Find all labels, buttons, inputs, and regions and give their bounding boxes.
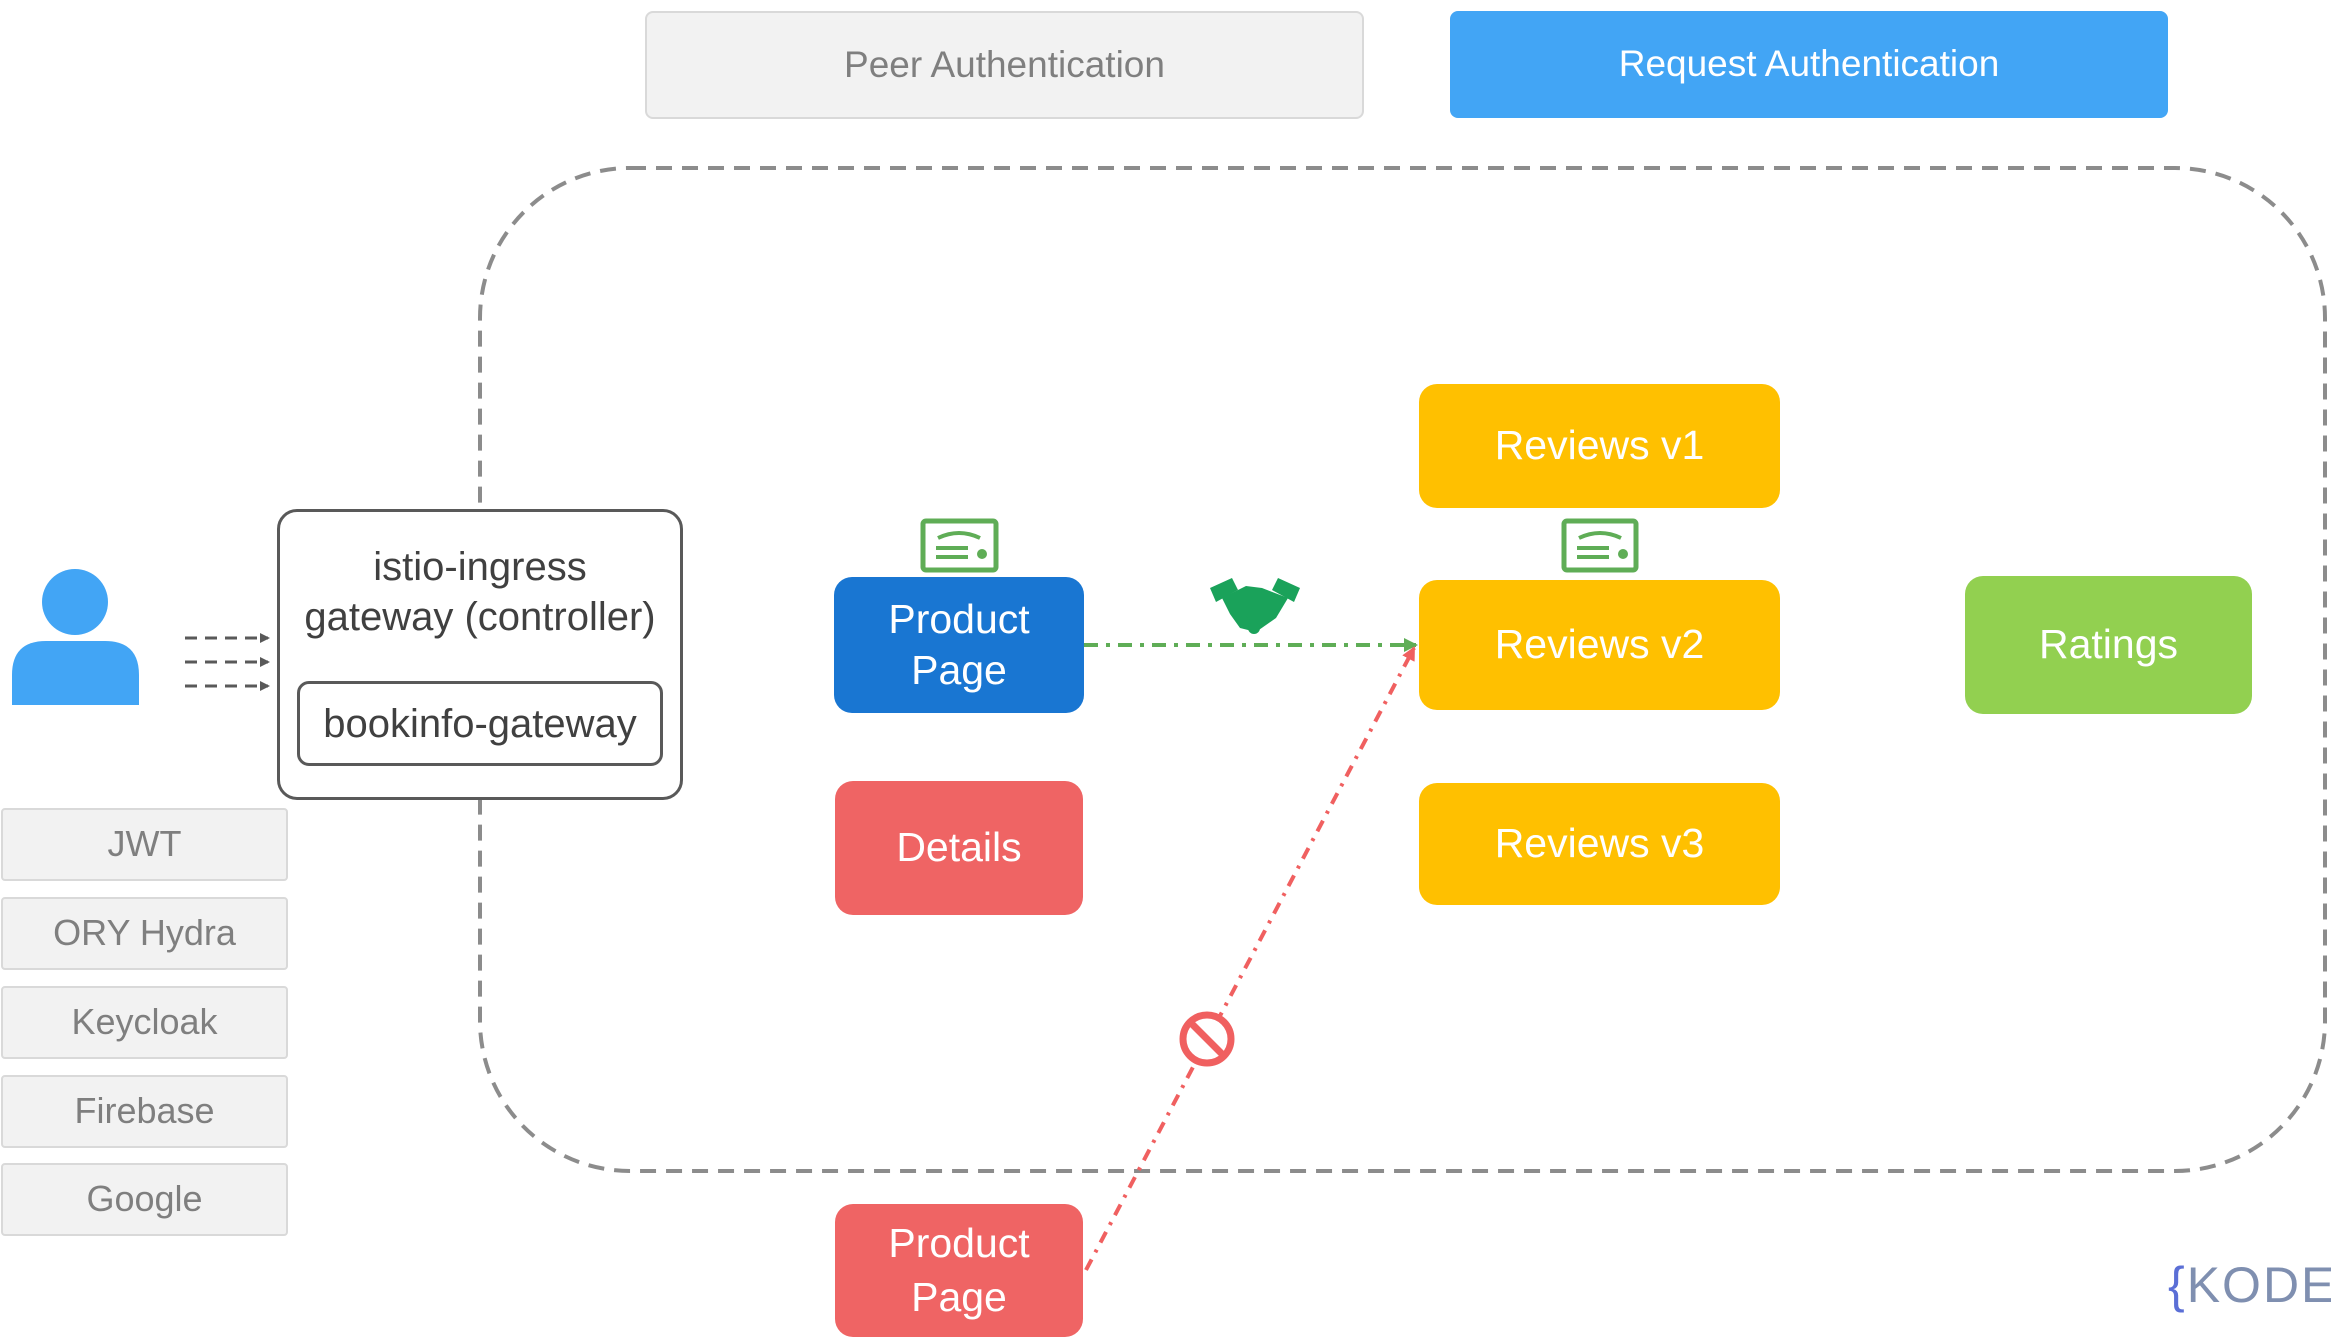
- service-reviews-v3[interactable]: Reviews v3: [1419, 783, 1780, 905]
- certificate-icon: [920, 518, 999, 573]
- tab-request-authentication[interactable]: Request Authentication: [1450, 11, 2168, 118]
- tab-peer-authentication-label: Peer Authentication: [844, 43, 1165, 85]
- denied-flow-arrow: [1084, 646, 1416, 1271]
- certificate-icon: [1561, 518, 1639, 573]
- bookinfo-gateway-label: bookinfo-gateway: [323, 701, 637, 746]
- service-product-page-label: Product Page: [888, 594, 1029, 697]
- provider-label: JWT: [107, 823, 182, 865]
- gateway-title-line2: gateway (controller): [304, 595, 656, 639]
- gateway-title: istio-ingress gateway (controller): [304, 542, 655, 642]
- no-entry-icon: [1179, 1011, 1235, 1067]
- service-reviews-v1-label: Reviews v1: [1494, 422, 1705, 469]
- handshake-icon: [1210, 578, 1300, 634]
- service-label-line: Page: [911, 1273, 1007, 1320]
- kode-logo: {KODE: [2168, 1252, 2331, 1318]
- provider-firebase: Firebase: [1, 1075, 288, 1148]
- external-product-page-label: Product Page: [888, 1217, 1029, 1324]
- service-reviews-v2-label: Reviews v2: [1494, 621, 1705, 668]
- service-reviews-v3-label: Reviews v3: [1494, 820, 1705, 867]
- provider-keycloak: Keycloak: [1, 986, 288, 1059]
- service-details-label: Details: [896, 824, 1022, 871]
- user-icon: [12, 569, 139, 705]
- provider-ory-hydra: ORY Hydra: [1, 897, 288, 970]
- service-label-line: Product: [888, 595, 1030, 642]
- provider-google: Google: [1, 1163, 288, 1236]
- service-label-line: Page: [911, 647, 1007, 693]
- service-reviews-v1[interactable]: Reviews v1: [1419, 384, 1780, 508]
- provider-label: Google: [86, 1178, 203, 1220]
- provider-jwt: JWT: [1, 808, 288, 881]
- external-product-page[interactable]: Product Page: [835, 1204, 1083, 1337]
- logo-brace: {: [2168, 1256, 2187, 1313]
- service-reviews-v2[interactable]: Reviews v2: [1419, 580, 1780, 710]
- provider-label: Firebase: [74, 1090, 215, 1132]
- logo-text: KODE: [2186, 1256, 2331, 1313]
- service-ratings-label: Ratings: [2038, 621, 2178, 668]
- service-product-page[interactable]: Product Page: [834, 577, 1084, 713]
- provider-label: ORY Hydra: [53, 912, 236, 954]
- tab-peer-authentication[interactable]: Peer Authentication: [645, 11, 1364, 119]
- tab-request-authentication-label: Request Authentication: [1618, 43, 2000, 85]
- service-details[interactable]: Details: [835, 781, 1083, 915]
- service-ratings[interactable]: Ratings: [1965, 576, 2252, 714]
- provider-label: Keycloak: [71, 1001, 218, 1043]
- user-to-gateway-arrows: [185, 633, 270, 691]
- service-label-line: Product: [888, 1220, 1030, 1267]
- bookinfo-gateway[interactable]: bookinfo-gateway: [297, 681, 663, 766]
- gateway-title-line1: istio-ingress: [373, 545, 587, 589]
